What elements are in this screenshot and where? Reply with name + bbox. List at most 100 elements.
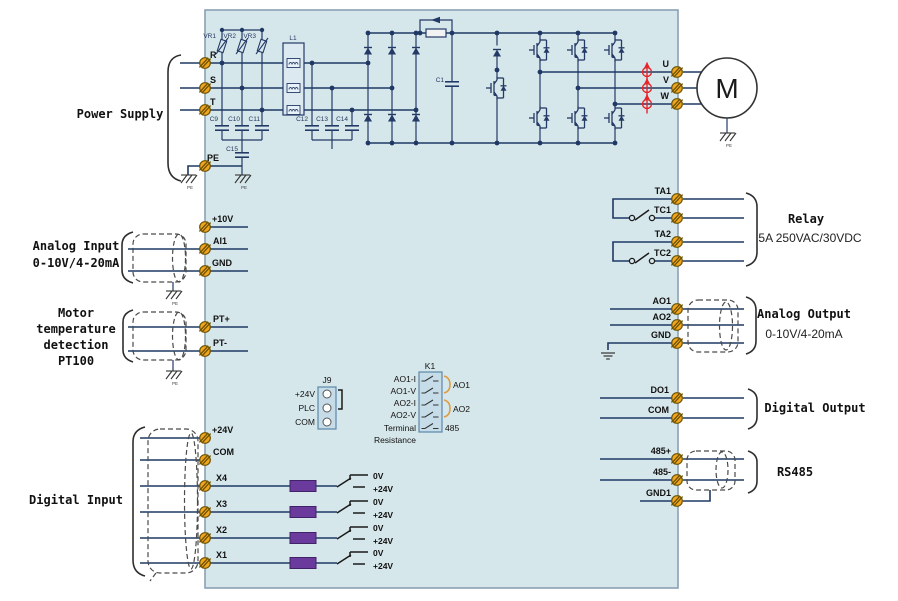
relay-section: Relay 5A 250VAC/30VDC [612, 192, 862, 267]
svg-text:TC2: TC2 [654, 248, 671, 258]
x1-24v-label: +24V [373, 561, 393, 571]
x4-circuit: 0V +24V [205, 471, 393, 494]
earth-pt-label: PE [172, 381, 178, 386]
analog-input-bracket [121, 231, 134, 284]
terminal-tc1: TC1 [654, 205, 684, 224]
shielded-cable-di [147, 428, 199, 574]
terminal-485-minus: 485- [653, 467, 684, 486]
svg-text:TA2: TA2 [655, 229, 671, 239]
j9-jumper-cap [338, 389, 343, 410]
analog-input-label-1: Analog Input [33, 239, 120, 253]
k1-right1-label: AO1 [453, 380, 470, 390]
rs485-section: RS485 [600, 450, 813, 502]
terminal-ao2: AO2 [652, 312, 684, 331]
svg-text:S: S [210, 75, 216, 85]
digital-input-section: Digital Input [29, 426, 205, 582]
terminal-x3: X3 [198, 499, 227, 518]
terminal-tc2: TC2 [654, 248, 684, 267]
svg-text:485-: 485- [653, 467, 671, 477]
x1-resistor [289, 557, 317, 569]
svg-text:COM: COM [648, 405, 669, 415]
motor-label: M [715, 73, 738, 104]
choke-l1 [282, 42, 305, 116]
digital-output-section: Digital Output [600, 388, 866, 430]
svg-text:485+: 485+ [651, 446, 671, 456]
pt100-label-2: temperature [36, 322, 115, 336]
j9-pin3-label: COM [295, 417, 315, 427]
terminal-u: U [663, 59, 684, 78]
svg-text:W: W [661, 91, 670, 101]
svg-text:PE: PE [207, 153, 219, 163]
c11-label: C11 [249, 116, 261, 123]
earth-motor [719, 132, 737, 142]
inverter-board [204, 9, 679, 589]
svg-text:AO2: AO2 [652, 312, 671, 322]
x1-0v-label: 0V [373, 548, 384, 558]
k1-ao1-bracket [443, 375, 451, 394]
svg-text:TC1: TC1 [654, 205, 671, 215]
j9-pin-1 [322, 389, 332, 399]
dc-bus: C1 [368, 16, 615, 146]
svg-text:AO1: AO1 [652, 296, 671, 306]
j9-pin2-label: PLC [298, 403, 315, 413]
analog-input-label-2: 0-10V/4-20mA [33, 256, 120, 270]
terminal-ta2: TA2 [655, 229, 684, 248]
inverter-bridge [528, 30, 626, 146]
earth-ai-shield [165, 290, 183, 300]
x3-circuit: 0V +24V [205, 497, 393, 520]
terminal-v: V [663, 75, 684, 94]
relay-rating: 5A 250VAC/30VDC [758, 231, 862, 245]
terminal-ai1: AI1 [198, 236, 227, 255]
c9-label: C9 [210, 116, 219, 123]
jumper-arrow [431, 16, 440, 24]
x4-24v-label: +24V [373, 484, 393, 494]
k1-row2-label: AO1-V [390, 386, 416, 396]
vr2-label: VR2 [223, 33, 236, 40]
x1-circuit: 0V +24V [205, 548, 393, 571]
terminal-pt-plus: PT+ [198, 314, 230, 333]
j9-pin-2 [322, 403, 332, 413]
analog-output-title: Analog Output [757, 307, 851, 321]
x4-resistor [289, 480, 317, 492]
terminal-485-plus: 485+ [651, 446, 684, 465]
pt100-bracket [122, 309, 134, 363]
power-supply-label: Power Supply [77, 107, 164, 121]
rs485-bracket [747, 450, 758, 494]
terminal-ao1: AO1 [652, 296, 684, 315]
terminals: R S T PE +10V AI1 GND PT+ PT- +24V COM X… [198, 50, 684, 569]
k1-row3-label: AO2-I [394, 398, 416, 408]
digital-output-title: Digital Output [764, 401, 865, 415]
svg-text:T: T [210, 97, 216, 107]
x2-resistor [289, 532, 317, 544]
digital-input-bracket [132, 426, 146, 577]
relay-bracket [745, 192, 758, 267]
terminal-com-di: COM [198, 447, 234, 466]
brake-resistor [425, 28, 447, 38]
earth-pt-shield [165, 370, 183, 380]
rs485-title: RS485 [777, 465, 813, 479]
relay-title: Relay [788, 212, 824, 226]
terminal-10v: +10V [198, 214, 233, 233]
l1-coil-3 [286, 105, 301, 115]
x2-24v-label: +24V [373, 536, 393, 546]
k1-right2-label: AO2 [453, 404, 470, 414]
terminal-t: T [198, 97, 216, 116]
svg-text:TA1: TA1 [655, 186, 671, 196]
analog-input-section: PE Analog Input 0-10V/4-20mA [33, 226, 248, 306]
earth-ai-label: PE [172, 301, 178, 306]
analog-output-bracket [745, 296, 757, 355]
j9-title: J9 [323, 375, 332, 385]
pt100-label-3: detection [43, 338, 108, 352]
svg-text:X1: X1 [216, 550, 227, 560]
vr3-label: VR3 [243, 33, 256, 40]
svg-text:X3: X3 [216, 499, 227, 509]
terminal-ta1: TA1 [655, 186, 684, 205]
digital-input-label: Digital Input [29, 493, 123, 507]
terminal-pt-minus: PT- [198, 338, 227, 357]
k1-ao2-bracket [443, 399, 451, 418]
l1-coil-2 [286, 83, 301, 93]
k1-row4-label: AO2-V [390, 410, 416, 420]
terminal-s: S [198, 75, 216, 94]
terminal-24v: +24V [198, 425, 233, 444]
earth-pe-input [180, 174, 198, 184]
